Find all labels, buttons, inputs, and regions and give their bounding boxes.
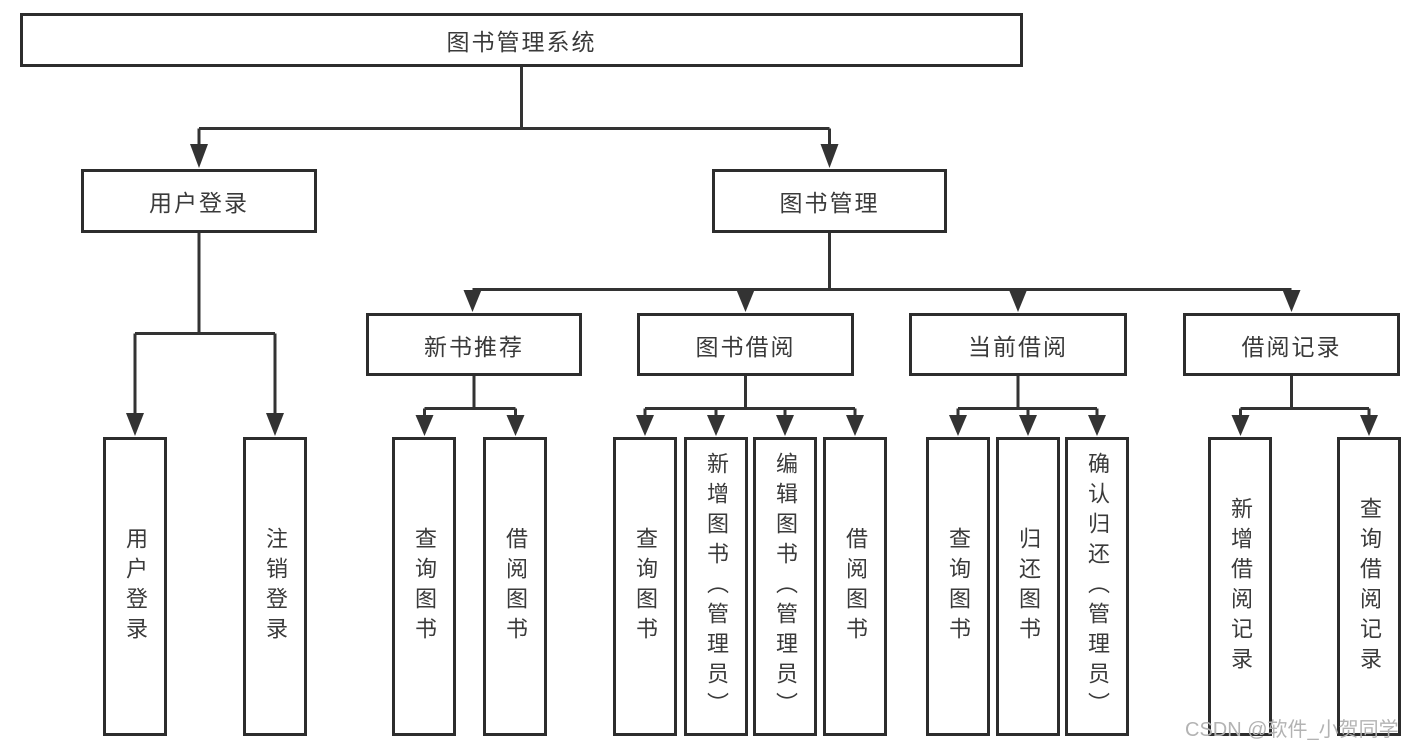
node-current-borrow-label: 当前借阅 xyxy=(968,333,1068,360)
node-leaf-borrow-books-2: 借阅图书 xyxy=(823,437,887,736)
node-leaf-user-login-label: 用户登录 xyxy=(123,526,148,647)
node-leaf-add-record-label: 新增借阅记录 xyxy=(1228,496,1253,677)
connector-bookborrow-to-leaves xyxy=(636,376,864,436)
connector-root-to-level1 xyxy=(190,67,839,168)
node-leaf-return-books: 归还图书 xyxy=(996,437,1060,736)
node-leaf-query-books-3: 查询图书 xyxy=(926,437,990,736)
connector-userlogin-to-leaves xyxy=(126,233,284,436)
node-book-mgmt-group: 图书管理 xyxy=(712,169,947,233)
node-user-login-group-label: 用户登录 xyxy=(149,190,249,216)
node-leaf-query-books-2-label: 查询图书 xyxy=(633,526,658,647)
node-leaf-confirm-return-label: 确认归还（管理员） xyxy=(1085,451,1110,722)
node-root-label: 图书管理系统 xyxy=(446,29,597,55)
node-new-books-label: 新书推荐 xyxy=(424,333,524,360)
node-leaf-edit-books-label: 编辑图书（管理员） xyxy=(773,451,798,722)
watermark-text: CSDN @软件_小贺同学 xyxy=(1185,719,1399,741)
connector-bookmgmt-to-level3 xyxy=(463,233,1301,312)
node-leaf-borrow-books-2-label: 借阅图书 xyxy=(843,526,868,647)
node-leaf-add-books-label: 新增图书（管理员） xyxy=(704,451,729,722)
connector-newbooks-to-leaves xyxy=(415,376,525,436)
node-leaf-add-books: 新增图书（管理员） xyxy=(684,437,748,736)
node-leaf-query-books-2: 查询图书 xyxy=(613,437,677,736)
node-leaf-query-books-3-label: 查询图书 xyxy=(946,526,971,647)
node-leaf-query-record: 查询借阅记录 xyxy=(1337,437,1401,736)
node-leaf-confirm-return: 确认归还（管理员） xyxy=(1065,437,1129,736)
connector-borrowrecords-to-leaves xyxy=(1231,376,1378,436)
node-leaf-return-books-label: 归还图书 xyxy=(1016,526,1041,647)
node-leaf-query-books-1: 查询图书 xyxy=(392,437,456,736)
node-leaf-add-record: 新增借阅记录 xyxy=(1208,437,1272,736)
node-current-borrow: 当前借阅 xyxy=(909,313,1127,376)
node-borrow-records: 借阅记录 xyxy=(1183,313,1400,376)
node-leaf-logout: 注销登录 xyxy=(243,437,307,736)
node-leaf-borrow-books-1-label: 借阅图书 xyxy=(503,526,528,647)
node-book-borrow-label: 图书借阅 xyxy=(695,333,796,360)
connector-currentborrow-to-leaves xyxy=(949,376,1106,436)
node-leaf-user-login: 用户登录 xyxy=(103,437,167,736)
node-root: 图书管理系统 xyxy=(20,13,1023,67)
node-leaf-query-books-1-label: 查询图书 xyxy=(412,526,437,647)
node-borrow-records-label: 借阅记录 xyxy=(1241,333,1342,360)
node-leaf-query-record-label: 查询借阅记录 xyxy=(1357,496,1382,677)
node-leaf-logout-label: 注销登录 xyxy=(263,526,288,647)
node-leaf-edit-books: 编辑图书（管理员） xyxy=(753,437,817,736)
node-leaf-borrow-books-1: 借阅图书 xyxy=(483,437,547,736)
node-new-books: 新书推荐 xyxy=(366,313,582,376)
node-user-login-group: 用户登录 xyxy=(81,169,317,233)
node-book-mgmt-group-label: 图书管理 xyxy=(779,190,880,216)
node-book-borrow: 图书借阅 xyxy=(637,313,854,376)
